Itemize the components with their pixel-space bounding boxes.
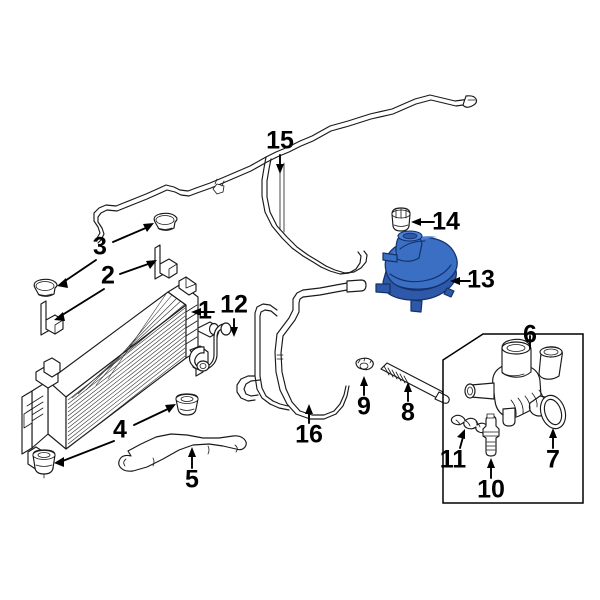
callout-label-13: 13 (467, 266, 495, 294)
part-16-coolant-hose-assembly[interactable] (236, 279, 367, 420)
callout-label-7: 7 (546, 446, 560, 474)
part-13-coolant-recovery-reservoir[interactable] (375, 230, 458, 313)
part-7-thermostat-housing-seal[interactable] (536, 392, 569, 432)
callout-label-5: 5 (185, 466, 199, 494)
callout-label-6: 6 (523, 321, 537, 349)
callout-label-3: 3 (93, 233, 107, 261)
leader-4b (54, 440, 115, 467)
part-3-radiator-upper-insulator-nut[interactable] (33, 212, 178, 297)
leader-11 (457, 429, 465, 449)
leader-5 (188, 447, 196, 469)
leader-4 (133, 404, 176, 426)
part-9-housing-mounting-nut[interactable] (355, 357, 374, 371)
leader-13 (450, 277, 471, 285)
leader-7 (549, 428, 557, 449)
part-11-hose-retaining-clip[interactable] (450, 414, 489, 434)
leader-2b (54, 288, 105, 321)
callout-label-10: 10 (477, 476, 505, 504)
callout-label-8: 8 (401, 399, 415, 427)
part-6-thermostat-housing-detail-box[interactable] (442, 333, 584, 504)
leader-2 (119, 260, 157, 275)
part-1-radiator-assembly[interactable] (21, 276, 220, 479)
leader-3 (112, 223, 154, 243)
leader-1 (191, 308, 215, 316)
callout-label-9: 9 (357, 393, 371, 421)
callout-label-1: 1 (198, 297, 212, 325)
part-5-radiator-lower-hose[interactable] (118, 433, 247, 472)
part-14-reservoir-cap[interactable] (391, 207, 411, 232)
callout-label-12: 12 (220, 291, 248, 319)
part-15-coolant-tube-assembly[interactable] (93, 94, 478, 275)
radiator-core-fins (67, 293, 186, 449)
leader-10 (487, 458, 495, 479)
callout-label-11: 11 (440, 446, 467, 474)
part-10-coolant-temperature-sensor[interactable] (482, 413, 500, 457)
leader-8 (404, 382, 412, 402)
callout-label-15: 15 (266, 127, 294, 155)
part-4-radiator-lower-insulator[interactable] (32, 393, 199, 475)
leader-14 (411, 218, 435, 226)
callout-label-14: 14 (432, 208, 460, 236)
callout-label-2: 2 (101, 262, 115, 290)
leader-3b (57, 259, 97, 288)
callout-label-4: 4 (113, 416, 127, 444)
part-8-housing-mounting-bolt[interactable] (380, 362, 450, 404)
callout-label-16: 16 (295, 421, 323, 449)
leader-12 (230, 318, 238, 337)
leader-16 (305, 404, 313, 424)
leader-15 (276, 154, 284, 174)
leader-9 (360, 376, 368, 396)
